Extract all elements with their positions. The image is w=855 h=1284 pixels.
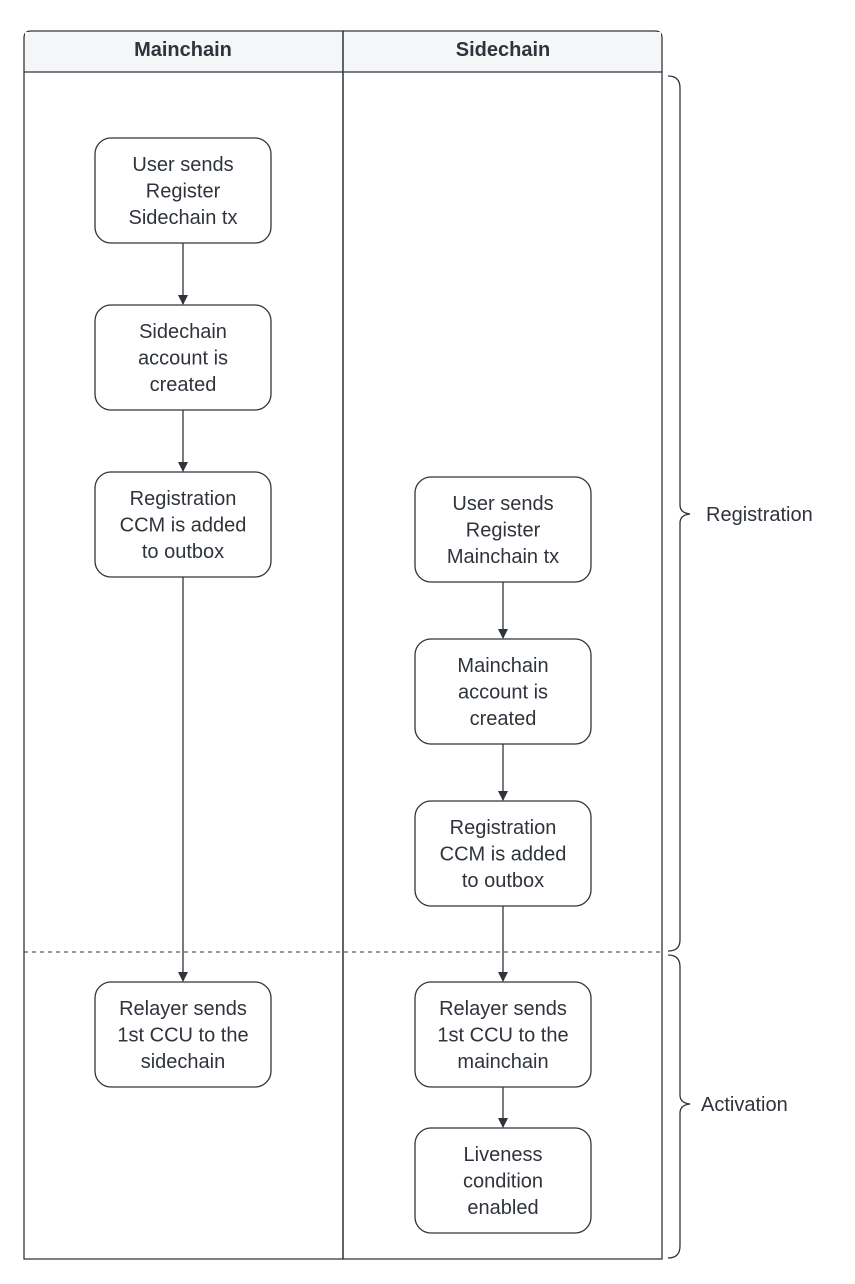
process-label-line: mainchain: [457, 1051, 548, 1073]
process-box: [414, 638, 592, 745]
brace-registration: [667, 75, 691, 952]
process-label-line: Registration: [130, 488, 237, 510]
process-box: [414, 800, 592, 907]
process-node-m2: Sidechain account is created: [94, 304, 272, 411]
process-label-line: User sends: [132, 154, 233, 176]
process-box: [94, 304, 272, 411]
process-box: [94, 137, 272, 244]
process-label-line: Liveness: [464, 1144, 543, 1166]
process-label-line: Registration: [450, 817, 557, 839]
process-box: [414, 476, 592, 583]
process-label-line: created: [470, 708, 537, 730]
process-label-line: enabled: [467, 1197, 538, 1219]
process-label-line: created: [150, 374, 217, 396]
process-label-line: account is: [138, 348, 228, 370]
process-label-line: Mainchain tx: [447, 546, 559, 568]
lane-mainchain-header: [25, 32, 342, 72]
process-label-line: 1st CCU to the: [437, 1025, 568, 1047]
process-label-line: sidechain: [141, 1051, 226, 1073]
process-label-line: CCM is added: [440, 844, 567, 866]
process-label-line: Relayer sends: [119, 998, 247, 1020]
phase-label-registration: Registration: [706, 504, 813, 526]
edges-layer: [178, 243, 508, 1128]
lane-mainchain: Mainchain: [23, 30, 344, 1260]
phase-label-activation: Activation: [701, 1094, 788, 1116]
lane-sidechain-header: [344, 32, 661, 72]
process-label-line: Register: [146, 181, 221, 203]
lane-title-mainchain: Mainchain: [134, 39, 232, 61]
process-label-line: Mainchain: [457, 655, 548, 677]
brace-activation: [667, 954, 691, 1259]
process-node-s2: Mainchain account is created: [414, 638, 592, 745]
process-node-s5: Liveness condition enabled: [414, 1127, 592, 1234]
process-label-line: to outbox: [462, 870, 544, 892]
process-label-line: 1st CCU to the: [117, 1025, 248, 1047]
process-label-line: Sidechain: [139, 321, 227, 343]
process-label-line: User sends: [452, 493, 553, 515]
process-label-line: Sidechain tx: [129, 207, 238, 229]
process-node-s4: Relayer sends 1st CCU to the mainchain: [414, 981, 592, 1088]
lane-sidechain: Sidechain: [342, 30, 663, 1260]
process-box: [94, 471, 272, 578]
process-label-line: Relayer sends: [439, 998, 567, 1020]
process-label-line: to outbox: [142, 541, 224, 563]
process-label-line: CCM is added: [120, 515, 247, 537]
lane-title-sidechain: Sidechain: [456, 39, 550, 61]
process-label-line: account is: [458, 682, 548, 704]
process-label-line: Register: [466, 520, 541, 542]
process-box: [94, 981, 272, 1088]
process-box: [414, 1127, 592, 1234]
process-box: [414, 981, 592, 1088]
process-label-line: condition: [463, 1171, 543, 1193]
process-node-m4: Relayer sends 1st CCU to the sidechain: [94, 981, 272, 1088]
